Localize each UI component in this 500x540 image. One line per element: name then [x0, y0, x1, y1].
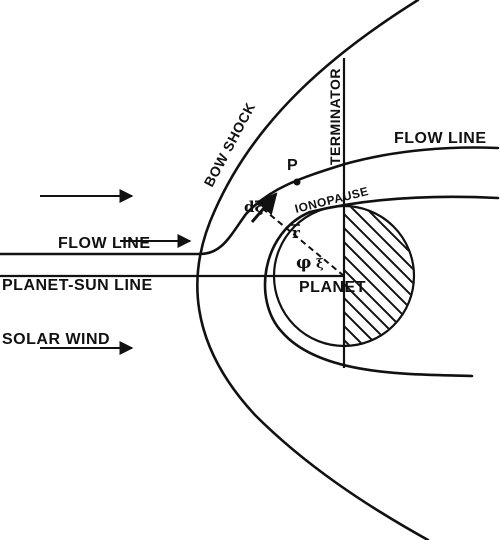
solar-wind-label: SOLAR WIND: [2, 331, 110, 348]
hatch-line: [344, 207, 413, 345]
d-xi-label: dξ: [244, 198, 263, 216]
planet-circle: [272, 204, 416, 348]
flow-line-left-label: FLOW LINE: [58, 235, 150, 252]
phi-label: φ: [296, 253, 311, 273]
bow-shock-label: BOW SHOCK: [201, 100, 259, 190]
d-xi-arrow: [250, 192, 278, 223]
bow-shock-curve: [196, 0, 430, 540]
xi-label: ξ: [316, 257, 324, 272]
flow-line-upper-curve: [0, 146, 500, 256]
point-p-marker: [293, 178, 301, 186]
flow-line-upper-label: FLOW LINE: [394, 130, 486, 147]
radius-vector-line: [261, 207, 345, 277]
hatch-line: [344, 207, 413, 345]
hatch-line: [344, 207, 413, 345]
ionopause-boundary: [263, 195, 500, 378]
r-vector-label: r: [292, 224, 301, 242]
planet-label: PLANET: [299, 279, 366, 296]
hatch-line: [344, 207, 413, 345]
terminator-label: TERMINATOR: [327, 68, 343, 165]
hatch-line: [344, 207, 385, 345]
ionopause-label: IONOPAUSE: [293, 184, 370, 216]
hatch-line: [344, 207, 399, 345]
hatch-line: [344, 207, 413, 345]
point-p-label: P: [287, 157, 298, 174]
planet-sun-line-label: PLANET-SUN LINE: [2, 277, 153, 294]
hatch-line: [344, 207, 413, 345]
